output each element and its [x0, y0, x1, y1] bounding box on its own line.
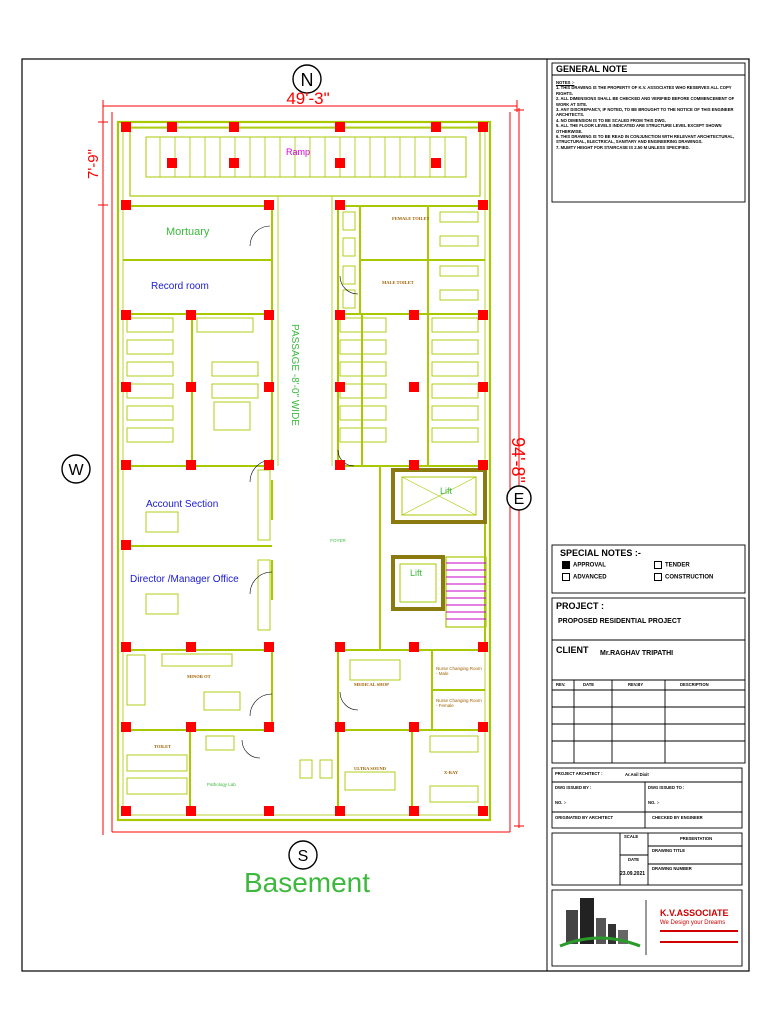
- drawing-number-label: DRAWING NUMBER: [652, 866, 692, 871]
- building-outline: [116, 120, 492, 822]
- ramp-area: [129, 127, 481, 197]
- dwg-issued-by: DWG ISSUED BY :: [555, 785, 592, 790]
- date-label: DATE: [628, 857, 640, 862]
- doors: [241, 225, 359, 759]
- room-label-director: Director /Manager Office: [130, 574, 239, 585]
- general-note-subtitle: NOTES :-: [556, 80, 575, 85]
- west-marker: W: [61, 454, 91, 484]
- construction-option[interactable]: CONSTRUCTION: [654, 573, 713, 581]
- room-label-minor-ot: MINOR OT: [187, 674, 211, 679]
- advanced-label: ADVANCED: [573, 574, 607, 581]
- scale-label: SCALE: [624, 834, 639, 839]
- project-name: PROPOSED RESIDENTIAL PROJECT: [558, 618, 682, 625]
- room-label-female-toilet: FEMALE TOILET: [392, 216, 429, 221]
- room-label-xray: X-RAY: [444, 770, 459, 775]
- architect-name: Ar.Anil Dixit: [625, 772, 649, 777]
- room-label-account: Account Section: [146, 499, 218, 510]
- description-header: DESCRIPTION: [680, 682, 709, 687]
- general-note-line: 1. THIS DRAWING IS THE PROPERTY OF K.V. …: [556, 85, 732, 96]
- general-note-title: GENERAL NOTE: [556, 64, 628, 74]
- room-label-ramp: Ramp: [286, 147, 310, 157]
- tender-checkbox[interactable]: [654, 561, 662, 569]
- north-marker: N: [292, 64, 322, 94]
- south-label: S: [298, 848, 309, 865]
- drawing-title-label: DRAWING TITLE: [652, 848, 686, 853]
- construction-label: CONSTRUCTION: [665, 574, 714, 581]
- depth-dimension: 94'-8": [508, 437, 528, 483]
- dimension-lines: [98, 100, 524, 835]
- room-label-ultrasound: ULTRA SOUND: [354, 766, 387, 771]
- lift-1: [391, 468, 487, 524]
- room-label-changing-female: Nurse Changing Room - Female: [436, 698, 482, 708]
- room-label-pathology: Pathology Lab: [207, 782, 236, 787]
- client-name: Mr.RAGHAV TRIPATHI: [600, 650, 674, 657]
- dwg-no-2: NO. :-: [648, 800, 660, 805]
- dwg-no-1: NO. :-: [555, 800, 567, 805]
- tender-label: TENDER: [665, 562, 690, 569]
- originated-by: ORIGINATED BY ARCHITECT: [555, 815, 614, 820]
- logo-company-name: K.V.ASSOCIATE: [660, 908, 729, 918]
- general-note-line: 6. THIS DRAWING IS TO BE READ IN CONJUNC…: [556, 134, 735, 145]
- tender-option[interactable]: TENDER: [654, 561, 690, 569]
- room-label-record-room: Record room: [151, 281, 209, 292]
- approval-option[interactable]: APPROVAL: [562, 561, 606, 569]
- room-label-changing-male: Nurse Changing Room - Male: [436, 666, 482, 676]
- general-note-line: 4. NO DIMENSION IS TO BE SCALED FROM THI…: [556, 117, 666, 123]
- general-note-body: NOTES :- 1. THIS DRAWING IS THE PROPERTY…: [556, 80, 742, 150]
- room-label-toilet: TOILET: [154, 744, 171, 749]
- approval-checkbox[interactable]: [562, 561, 570, 569]
- architect-label: PROJECT ARCHITECT :: [555, 771, 603, 776]
- logo-rule: [660, 941, 738, 943]
- walls: [123, 205, 486, 815]
- logo-tagline: We Design your Dreams: [660, 920, 726, 926]
- date-value: 23.09.2021: [620, 871, 646, 877]
- project-label: PROJECT :: [556, 601, 605, 611]
- title-block-frames: [551, 62, 746, 967]
- general-note-line: 7. MUMTY HEIGHT FOR STAIRCASE IS 2.50 M …: [556, 144, 690, 150]
- sheet-border: [21, 58, 750, 972]
- floor-plan: N S W E 49'-3" 7'-9" 94'-8" Ramp Mortuar…: [61, 64, 532, 898]
- room-label-foyer: FOYER: [330, 538, 346, 543]
- width-dimension: 49'-3": [286, 89, 329, 108]
- north-label: N: [301, 70, 314, 90]
- general-note-line: 2. ALL DIMENSIONS SHALL BE CHECKED AND V…: [556, 96, 735, 107]
- logo-buildings-icon: [559, 898, 647, 955]
- rev-header: REV.: [556, 682, 566, 687]
- construction-checkbox[interactable]: [654, 573, 662, 581]
- general-note-line: 5. ALL THE FLOOR LEVELS INDICATED ARE ST…: [556, 123, 722, 134]
- ramp-hatching: [159, 137, 446, 177]
- room-label-lift-2: Lift: [410, 568, 423, 578]
- checked-by: CHECKED BY ENGINEER: [652, 815, 703, 820]
- passage-edges: [277, 196, 333, 466]
- revision-table-header: REV. DATE REV.BY DESCRIPTION: [552, 680, 745, 690]
- special-notes-title: SPECIAL NOTES :-: [560, 548, 641, 558]
- dwg-issued-to: DWG ISSUED TO :: [648, 785, 685, 790]
- east-label: E: [514, 491, 525, 508]
- ramp-depth-dimension: 7'-9": [85, 149, 102, 179]
- advanced-checkbox[interactable]: [562, 573, 570, 581]
- approval-label: APPROVAL: [573, 562, 606, 569]
- general-note-line: 3. ANY DISCREPANCY, IF NOTED, TO BE BROU…: [556, 107, 734, 118]
- level-label: Basement: [244, 867, 370, 898]
- room-label-lift-1: Lift: [440, 486, 453, 496]
- room-label-director-wrap: Director /Manager Office: [130, 574, 239, 585]
- revby-header: REV.BY: [628, 682, 644, 687]
- west-label: W: [68, 462, 84, 479]
- presentation-label: PRESENTATION: [680, 836, 713, 841]
- advanced-option[interactable]: ADVANCED: [562, 573, 607, 581]
- staircase: [445, 556, 487, 628]
- date-header: DATE: [583, 682, 595, 687]
- lift-2: [391, 555, 445, 611]
- room-label-male-toilet: MALE TOILET: [382, 280, 414, 285]
- south-marker: S: [288, 840, 318, 870]
- columns: [121, 122, 488, 816]
- client-label: CLIENT: [556, 645, 589, 655]
- east-marker: E: [506, 485, 532, 511]
- room-label-mortuary: Mortuary: [166, 226, 210, 238]
- logo-rule: [660, 930, 738, 932]
- room-label-passage: PASSAGE -8'-0" WIDE: [289, 324, 300, 426]
- room-label-medical-shop: MEDICAL SHOP: [354, 682, 389, 687]
